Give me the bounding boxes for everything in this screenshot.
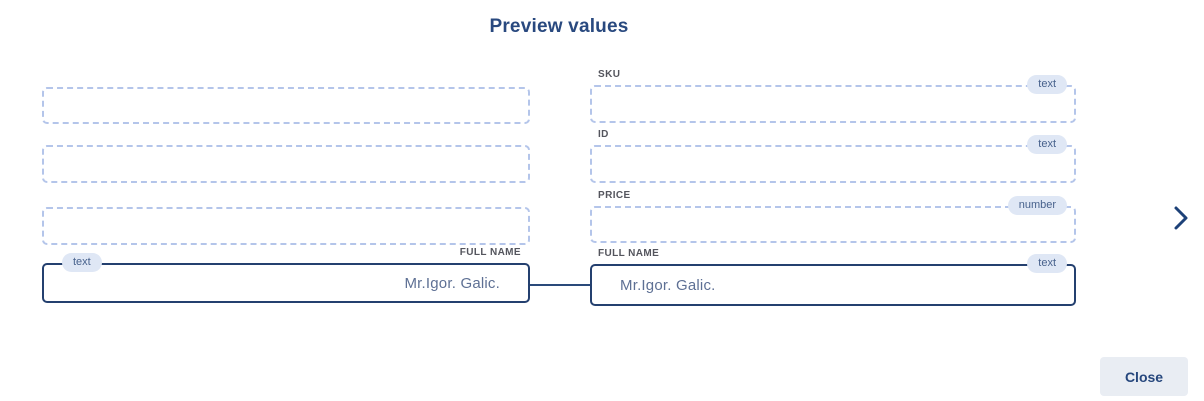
target-full-name-label: FULL NAME [598,248,660,259]
target-field-price: PRICE number [590,190,1076,243]
sku-type-badge: text [1027,75,1067,94]
source-field-3 [42,207,530,245]
source-full-name-type-badge: text [62,253,102,272]
source-full-name-label: FULL NAME [459,247,521,258]
sku-box[interactable] [590,85,1076,123]
target-full-name-box[interactable] [590,264,1076,306]
page-title: Preview values [489,16,629,37]
price-box[interactable] [590,206,1076,243]
source-field-1-box[interactable] [42,87,530,124]
sku-label: SKU [598,69,621,80]
price-type-badge: number [1007,196,1067,215]
id-type-badge: text [1027,135,1067,154]
next-page-button[interactable] [1168,203,1194,235]
id-label: ID [598,129,609,140]
chevron-right-icon [1173,205,1189,234]
target-full-name-type-badge: text [1027,254,1067,273]
price-label: PRICE [598,190,631,201]
target-field-id: ID text [590,129,1076,183]
close-button[interactable]: Close [1100,357,1188,396]
field-mapping-connector [530,284,590,286]
source-field-3-box[interactable] [42,207,530,245]
source-field-full-name: FULL NAME text Mr.Igor. Galic. [42,247,530,303]
target-field-full-name: FULL NAME text Mr.Igor. Galic. [590,248,1076,306]
source-field-1 [42,87,530,124]
source-field-2 [42,145,530,183]
source-full-name-box[interactable] [42,263,530,303]
source-field-2-box[interactable] [42,145,530,183]
id-box[interactable] [590,145,1076,183]
target-field-sku: SKU text [590,69,1076,123]
